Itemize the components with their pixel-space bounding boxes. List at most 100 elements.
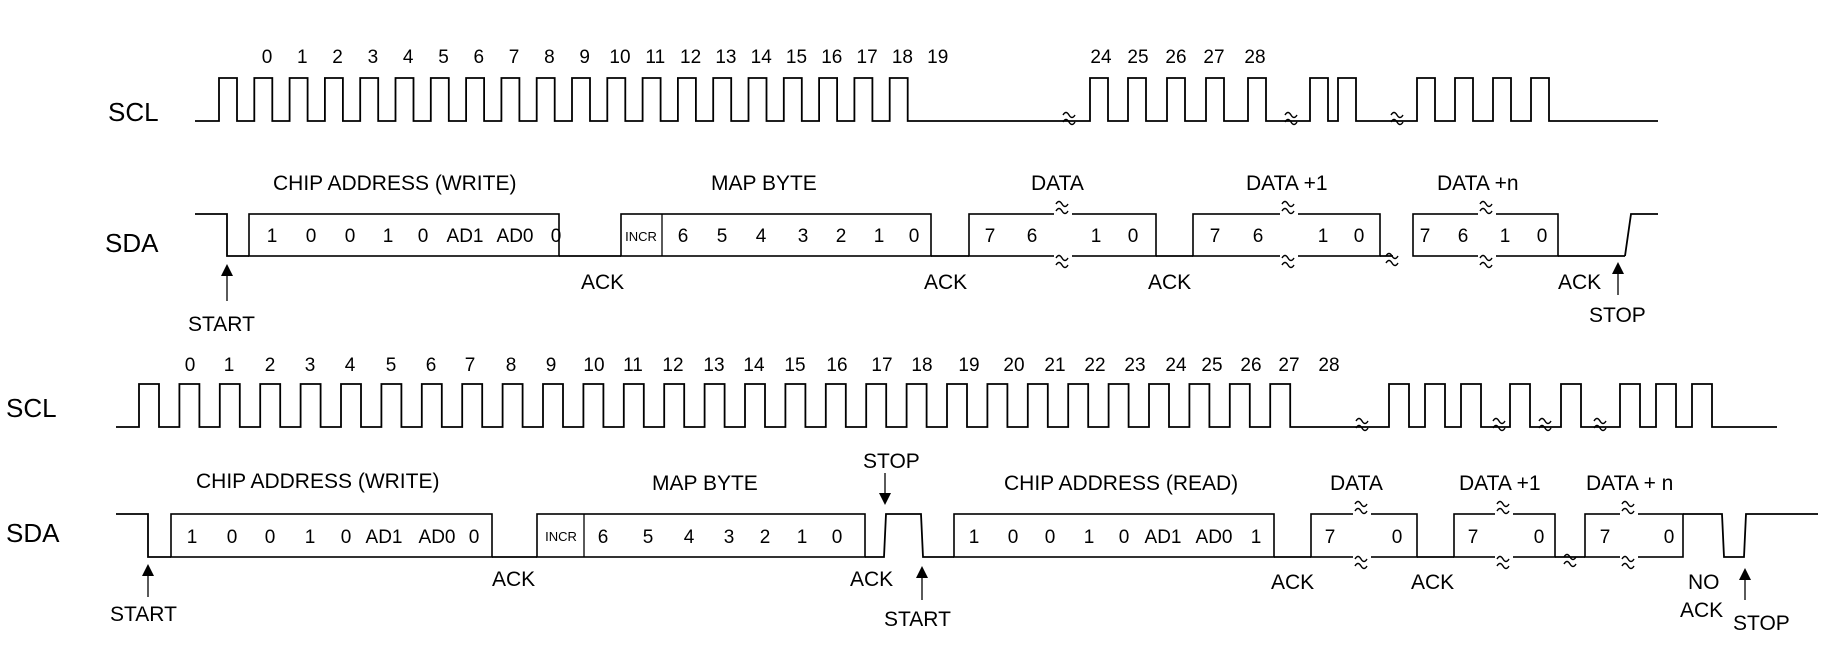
break-gap (1353, 511, 1371, 517)
read-chip-address-read-bit: 1 (1084, 527, 1095, 548)
read-scl-clock-number: 4 (345, 355, 356, 376)
read-scl-break-icon (1593, 417, 1607, 432)
write-map-byte-label: MAP BYTE (711, 172, 817, 195)
write-data-plusn-bit: 6 (1458, 226, 1469, 247)
read-data-plusn-label: DATA + n (1586, 472, 1673, 495)
read-scl-clock-number: 17 (871, 355, 892, 376)
write-sda-break-icon (1479, 254, 1493, 269)
write-scl-break-marks (1062, 111, 1404, 126)
break-gap (1054, 211, 1072, 217)
write-stop-label: STOP (1589, 304, 1646, 327)
read-chip-address-write-label: CHIP ADDRESS (WRITE) (196, 470, 439, 493)
write-scl-clock-number: 28 (1244, 47, 1265, 68)
read-scl-clock-number: 27 (1278, 355, 1299, 376)
read-chip-address-write-box (170, 513, 493, 558)
read-map-byte-bit: 5 (643, 527, 654, 548)
read-chip-address-read-bit: AD0 (1196, 527, 1233, 548)
read-scl-clock-number: 28 (1318, 355, 1339, 376)
read-scl-clock-number: 9 (546, 355, 557, 376)
read-scl-clock-number: 26 (1240, 355, 1261, 376)
read-chip-address-write-bit: AD0 (419, 527, 456, 548)
write-chip-address-label: CHIP ADDRESS (WRITE) (273, 172, 516, 195)
read-sda-break-icon (1496, 555, 1510, 570)
read-scl-clock-number: 15 (784, 355, 805, 376)
write-data-bit: 6 (1027, 226, 1038, 247)
write-scl-clock-number: 15 (786, 47, 807, 68)
read-scl-clock-number: 1 (224, 355, 235, 376)
read-sda-noack-stop (1683, 513, 1818, 558)
write-data-plus1-bit: 1 (1318, 226, 1329, 247)
read-sda-break-icon (1354, 500, 1368, 515)
read-data-plus1-label: DATA +1 (1459, 472, 1541, 495)
write-map-byte-bit: 6 (678, 226, 689, 247)
write-data-plusn-bit: 0 (1537, 226, 1548, 247)
read-chip-address-read-label: CHIP ADDRESS (READ) (1004, 472, 1238, 495)
write-scl-clock-number: 1 (297, 47, 308, 68)
read-start2-label: START (884, 608, 951, 631)
write-sda-break-icon (1281, 200, 1295, 215)
write-chip-address-bit: 0 (306, 226, 317, 247)
write-chip-address-bit: AD1 (447, 226, 484, 247)
write-chip-address-bit: 0 (345, 226, 356, 247)
write-stop-arrow-icon (1612, 262, 1624, 295)
write-data-plusn-box (1412, 213, 1559, 257)
write-sda-break-icon (1479, 200, 1493, 215)
write-scl-clock-number: 2 (332, 47, 343, 68)
write-sda-break-marks (1054, 200, 1496, 269)
write-chip-address-bit: 1 (383, 226, 394, 247)
read-scl-break-icon (1355, 417, 1369, 432)
read-sda-low-and-stop-start (492, 513, 1585, 558)
write-scl-clock-number: 25 (1127, 47, 1148, 68)
break-gap (1478, 211, 1496, 217)
read-data-label: DATA (1330, 472, 1383, 495)
write-map-byte-box (620, 213, 932, 257)
read-scl-clock-number: 19 (958, 355, 979, 376)
write-chip-address-bit: 0 (418, 226, 429, 247)
read-scl-clock-number: 23 (1124, 355, 1145, 376)
read-scl-clock-number: 21 (1044, 355, 1065, 376)
read-sda-signal-label: SDA (6, 518, 60, 548)
break-gap (1054, 253, 1072, 259)
read-chip-address-write-bit: 1 (187, 527, 198, 548)
read-sda-break-marks (1353, 500, 1638, 570)
break-gap (1280, 211, 1298, 217)
read-scl-clock-number: 0 (185, 355, 196, 376)
read-map-byte-bit: 6 (598, 527, 609, 548)
read-chip-address-read-bit: 1 (969, 527, 980, 548)
read-scl-clock-number: 6 (426, 355, 437, 376)
write-chip-address-bit: 1 (267, 226, 278, 247)
write-data-bit: 1 (1091, 226, 1102, 247)
read-stop-arrow-down-icon (879, 473, 891, 505)
read-map-byte-bit: 3 (724, 527, 735, 548)
read-chip-address-write-bit: 0 (265, 527, 276, 548)
write-data-plus1-box (1192, 213, 1381, 257)
read-start2-arrow-icon (916, 566, 928, 600)
read-scl-clock-number: 5 (386, 355, 397, 376)
read-map-byte-bit: 1 (797, 527, 808, 548)
break-gap (1495, 554, 1513, 560)
read-chip-address-write-bit: 1 (305, 527, 316, 548)
write-data-plus1-bit: 7 (1210, 226, 1221, 247)
read-scl-clock-number: 16 (826, 355, 847, 376)
write-sda-break-icon (1281, 254, 1295, 269)
read-scl-signal-label: SCL (6, 393, 57, 423)
write-data-plus1-label: DATA +1 (1246, 172, 1328, 195)
write-data-box (968, 213, 1157, 257)
read-data-plus1-box (1453, 513, 1556, 558)
read-chip-address-write-bit: 0 (469, 527, 480, 548)
write-data-plusn-bit: 1 (1500, 226, 1511, 247)
read-ack-label-4: ACK (1411, 571, 1454, 594)
read-scl-clock-number: 8 (506, 355, 517, 376)
read-scl-clock-number: 13 (703, 355, 724, 376)
write-scl-clock-number: 8 (544, 47, 555, 68)
read-map-byte-bit: 2 (760, 527, 771, 548)
write-scl-clock-number: 18 (892, 47, 913, 68)
write-data-label: DATA (1031, 172, 1084, 195)
